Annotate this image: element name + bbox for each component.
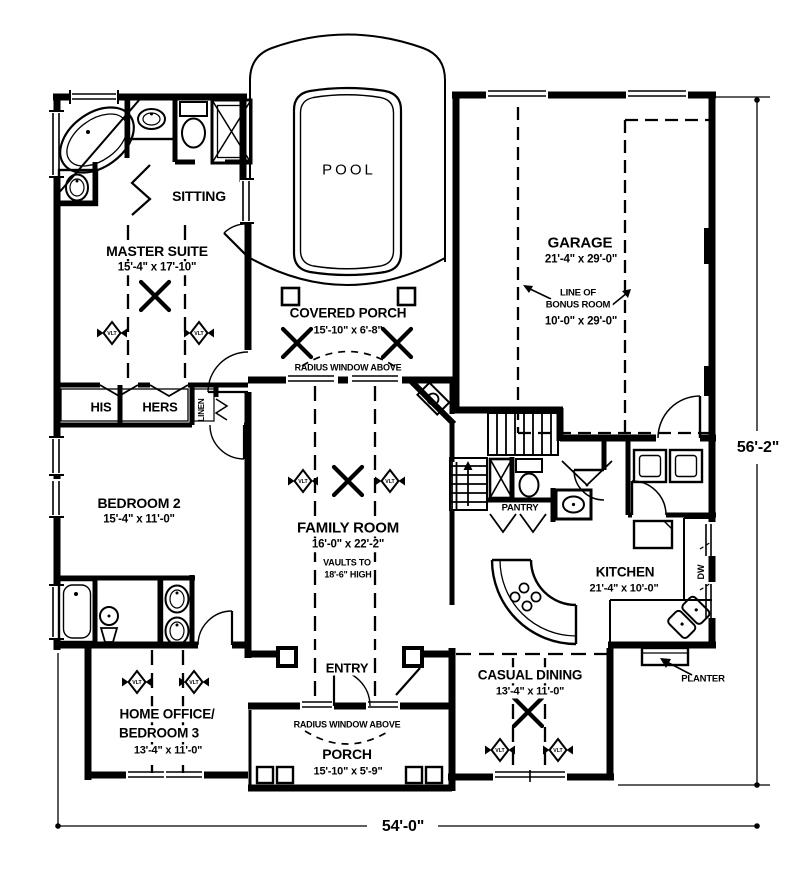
toilet-icon xyxy=(179,101,208,149)
pool-outline xyxy=(292,86,403,277)
ceiling-fan-icons xyxy=(138,279,545,729)
label-porch: PORCH xyxy=(322,746,372,762)
sink-icon xyxy=(127,97,176,141)
label-sitting: SITTING xyxy=(172,188,226,204)
label-family-room-note1: VAULTS TO xyxy=(321,557,373,569)
vlt-symbol: VLT xyxy=(288,468,318,494)
label-home-office-line1: HOME OFFICE/ xyxy=(117,706,217,722)
label-hers-closet: HERS xyxy=(140,399,180,415)
label-entry: ENTRY xyxy=(323,660,371,676)
radius-window-arcs xyxy=(301,350,395,745)
bath-door-zigzag xyxy=(130,164,152,216)
vlt-symbol: VLT xyxy=(375,468,405,494)
toilet-icon xyxy=(515,458,543,498)
label-his-closet: HIS xyxy=(88,399,114,415)
label-bonus-line2: BONUS ROOM xyxy=(543,299,613,311)
understair-closet xyxy=(488,457,514,500)
vlt-symbol: VLT xyxy=(184,320,214,346)
label-overall-width: 54'-0" xyxy=(379,818,427,836)
label-casual-dining-dims: 13'-4" x 11'-0" xyxy=(493,685,567,699)
svg-text:VLT: VLT xyxy=(385,479,395,485)
shower-icon xyxy=(210,98,253,165)
svg-text:VLT: VLT xyxy=(132,680,142,686)
bonus-room-arrows xyxy=(523,285,631,307)
pedestal-sink-icon xyxy=(99,606,119,643)
vlt-symbol: VLT xyxy=(179,669,209,695)
svg-text:VLT: VLT xyxy=(298,479,308,485)
label-master-suite-dims: 15'-4" x 17'-10" xyxy=(115,261,199,275)
label-linen-closet: LINEN xyxy=(197,398,206,422)
vlt-symbols: VLT VLT VLT VLT VLT VLT VLT VLT xyxy=(97,320,573,763)
label-garage: GARAGE xyxy=(545,234,615,252)
closet-shelves xyxy=(60,384,229,422)
label-radius-window-bottom: RADIUS WINDOW ABOVE xyxy=(293,719,401,730)
label-bonus-dims: 10'-0" x 29'-0" xyxy=(542,315,620,329)
pantry-bifold-doors xyxy=(489,513,547,534)
wall-pier xyxy=(704,228,715,264)
ceiling-fan-icon xyxy=(511,695,545,729)
label-home-office-line2: BEDROOM 3 xyxy=(117,725,201,741)
stair-rail xyxy=(451,462,458,510)
label-radius-window-top: RADIUS WINDOW ABOVE xyxy=(294,362,402,373)
label-porch-dims: 15'-10" x 5'-9" xyxy=(313,765,383,778)
porch-side-walls xyxy=(248,710,452,788)
porch-columns xyxy=(255,286,444,785)
double-vanity-icon xyxy=(160,576,194,647)
label-planter: PLANTER xyxy=(681,673,725,685)
label-master-suite: MASTER SUITE xyxy=(104,243,210,259)
vlt-symbol: VLT xyxy=(543,737,573,763)
svg-text:VLT: VLT xyxy=(189,680,199,686)
label-covered-porch: COVERED PORCH xyxy=(289,305,407,321)
door-swings xyxy=(130,164,702,707)
vault-dashed-lines xyxy=(126,225,608,773)
planter-box xyxy=(640,646,693,676)
label-pantry: PANTRY xyxy=(501,502,539,514)
sink-icon xyxy=(57,168,99,207)
fireplace-icon xyxy=(407,377,457,427)
cooktop-icon xyxy=(509,582,542,612)
wall-pier xyxy=(704,366,715,396)
label-bonus-line1: LINE OF xyxy=(557,287,599,299)
staircase xyxy=(449,412,559,511)
corner-sink-icon xyxy=(667,595,711,639)
kitchen-island xyxy=(490,558,578,646)
bifold-doors xyxy=(99,384,189,398)
label-garage-dims: 21'-4" x 29'-0" xyxy=(542,253,620,267)
label-casual-dining: CASUAL DINING xyxy=(475,667,585,683)
linen-door-zigzag xyxy=(214,398,229,421)
ceiling-fan-icon xyxy=(138,279,172,313)
label-bedroom-2: BEDROOM 2 xyxy=(95,495,183,511)
label-family-room-dims: 16'-0" x 22'-2" xyxy=(309,538,387,552)
ceiling-fan-icon xyxy=(380,326,414,360)
vlt-symbol: VLT xyxy=(97,320,127,346)
svg-text:VLT: VLT xyxy=(107,331,117,337)
label-bedroom-2-dims: 15'-4" x 11'-0" xyxy=(101,513,177,527)
washer-icon xyxy=(632,448,668,484)
label-family-room: FAMILY ROOM xyxy=(295,519,401,537)
ceiling-fan-icon xyxy=(280,326,314,360)
refrigerator-icon xyxy=(632,519,674,550)
label-covered-porch-dims: 15'-10" x 6'-8" xyxy=(313,324,383,337)
label-pool: POOL xyxy=(322,161,376,179)
label-family-room-note2: 18'-6" HIGH xyxy=(322,569,374,581)
dw-label: DW xyxy=(696,564,706,579)
dryer-icon xyxy=(668,448,704,484)
svg-text:VLT: VLT xyxy=(553,748,563,754)
svg-text:VLT: VLT xyxy=(495,748,505,754)
ceiling-fan-icon xyxy=(331,464,365,498)
dimension-lines xyxy=(55,96,770,829)
bathtub-icon xyxy=(57,578,97,644)
vlt-symbol: VLT xyxy=(485,737,515,763)
label-kitchen: KITCHEN xyxy=(595,564,655,580)
vlt-symbol: VLT xyxy=(122,669,152,695)
label-kitchen-dims: 21'-4" x 10'-0" xyxy=(589,582,659,595)
pool-deck-outline xyxy=(249,33,446,286)
svg-text:VLT: VLT xyxy=(194,331,204,337)
bonus-room-dashed xyxy=(516,107,709,435)
label-overall-height: 56'-2" xyxy=(734,439,782,457)
label-home-office-dims: 13'-4" x 11'-0" xyxy=(131,744,205,758)
kitchen-french-doors xyxy=(561,460,613,487)
utility-sink-icon xyxy=(554,488,593,521)
